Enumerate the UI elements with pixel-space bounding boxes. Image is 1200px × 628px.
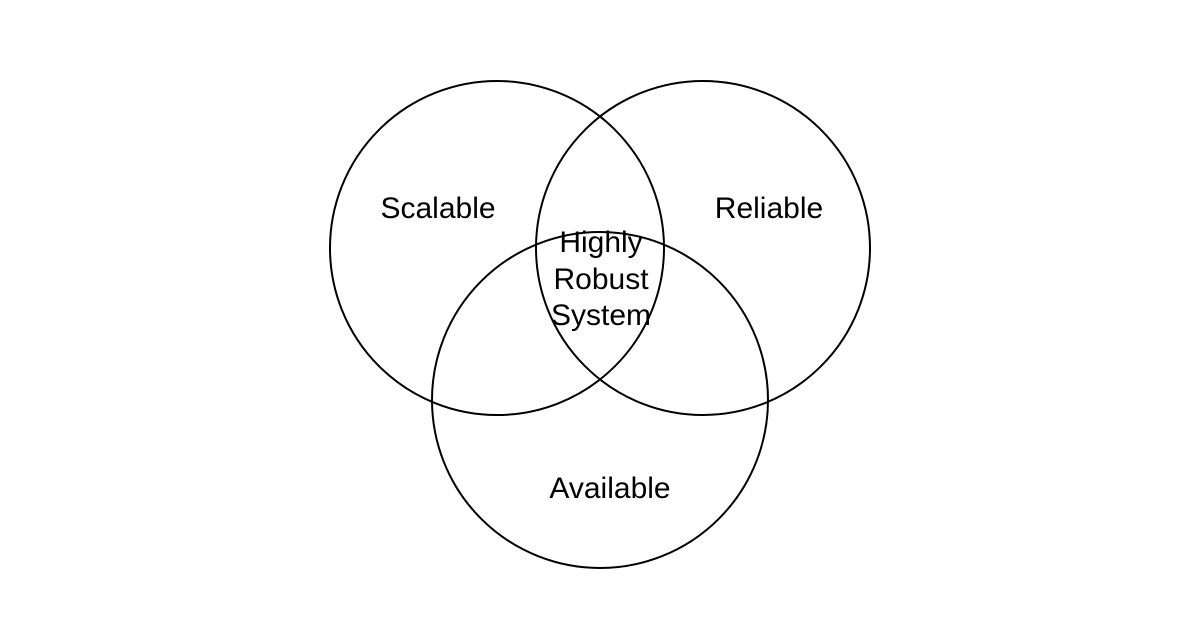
venn-label-intersection-line-2: Robust bbox=[553, 262, 649, 296]
venn-label-available: Available bbox=[549, 472, 671, 505]
venn-label-scalable: Scalable bbox=[380, 192, 496, 225]
venn-circle-available bbox=[431, 231, 769, 569]
venn-label-reliable: Reliable bbox=[714, 192, 824, 225]
venn-circle-scalable bbox=[329, 80, 665, 416]
venn-label-intersection-all: Highly Robust System bbox=[551, 225, 651, 335]
venn-label-intersection-line-3: System bbox=[550, 299, 652, 333]
venn-circle-reliable bbox=[535, 80, 871, 416]
venn-label-intersection-line-1: Highly bbox=[559, 226, 643, 260]
